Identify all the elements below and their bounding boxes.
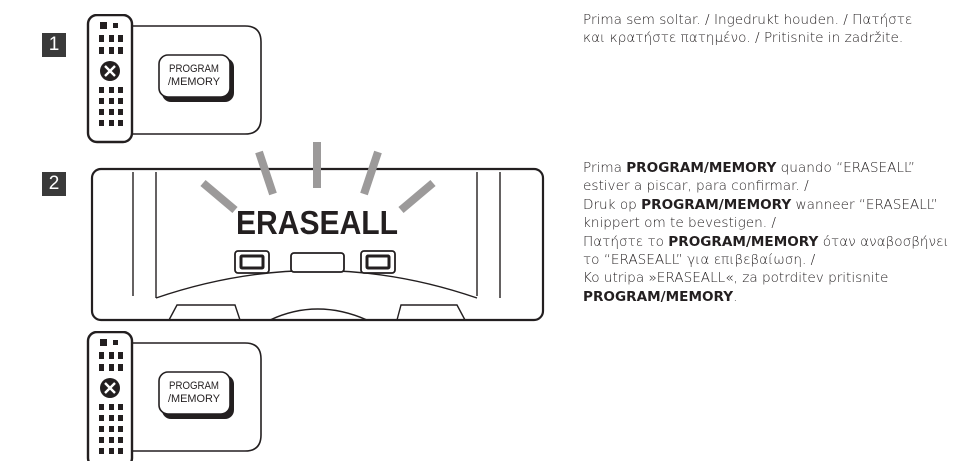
button-label-line2: /MEMORY xyxy=(168,393,221,405)
program-memory-button: PROGRAM /MEMORY xyxy=(158,54,234,102)
nl-prefix: Druk op xyxy=(583,196,642,213)
display-text: ERASEALL xyxy=(236,204,398,241)
nl-suffix: wanneer “ERASEALL” knippert om te bevest… xyxy=(583,196,938,232)
step-2-badge: 2 xyxy=(42,172,66,196)
el-key: PROGRAM/MEMORY xyxy=(668,233,819,250)
el-suffix: όταν αναβοσβήνει το “ERASEALL” για επιβε… xyxy=(583,233,949,269)
panel-button-right xyxy=(360,250,396,274)
sl-prefix: Ko utripa »ERASEALL«, za potrditev priti… xyxy=(583,270,889,287)
remote-control-icon xyxy=(86,331,134,461)
sl-suffix: . xyxy=(733,288,738,305)
callout-frame xyxy=(125,25,262,135)
remote-control-icon xyxy=(86,14,134,144)
step-2-instruction: Prima PROGRAM/MEMORY quando “ERASEALL” e… xyxy=(583,159,955,306)
blink-rays xyxy=(200,142,436,214)
step-1-badge: 1 xyxy=(42,33,66,57)
program-memory-button: PROGRAM /MEMORY xyxy=(158,371,234,419)
display-illustration: ERASEALL xyxy=(90,142,545,322)
step-1-instruction: Prima sem soltar. / Ingedrukt houden. / … xyxy=(583,12,913,47)
button-label-line1: PROGRAM xyxy=(169,380,219,392)
pt-prefix: Prima xyxy=(583,160,627,176)
pt-key: PROGRAM/MEMORY xyxy=(626,160,777,176)
step-2-remote-illustration: PROGRAM /MEMORY xyxy=(86,331,262,461)
callout-frame xyxy=(125,342,262,452)
button-label-line2: /MEMORY xyxy=(168,76,221,88)
panel-button-left xyxy=(234,250,270,274)
nl-key: PROGRAM/MEMORY xyxy=(641,196,792,213)
sl-key: PROGRAM/MEMORY xyxy=(583,288,734,305)
el-prefix: Πατήστε το xyxy=(583,233,669,250)
pt-suffix: quando “ERASEALL” estiver a piscar, para… xyxy=(583,160,916,195)
step-1-illustration: PROGRAM /MEMORY xyxy=(86,14,262,144)
panel-display-window xyxy=(290,252,345,273)
button-label-line1: PROGRAM xyxy=(169,63,219,75)
